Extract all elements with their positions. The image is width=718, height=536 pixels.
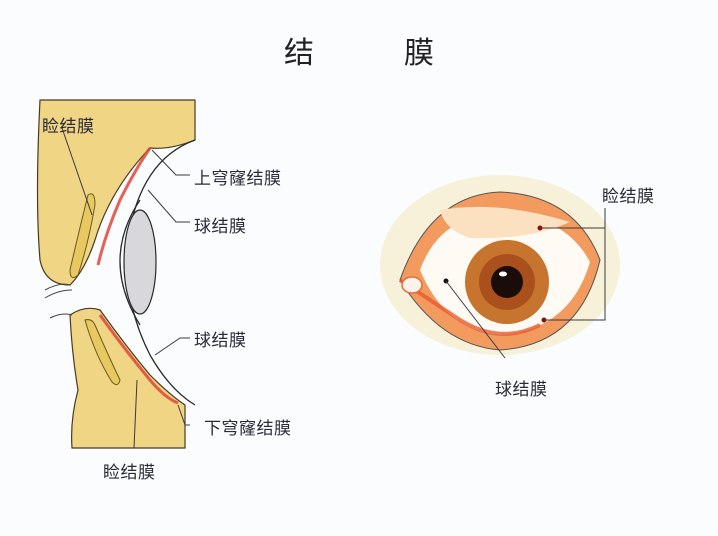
label-inferior-fornix-conjunctiva: 下穹窿结膜 — [204, 419, 292, 439]
label-superior-fornix-conjunctiva: 上穹窿结膜 — [194, 169, 282, 189]
label-palpebral-conjunctiva-right: 睑结膜 — [602, 187, 655, 207]
lower-eyelid-shape — [69, 307, 186, 449]
label-palpebral-conjunctiva-bottom: 睑结膜 — [103, 463, 156, 483]
label-palpebral-conjunctiva-top: 睑结膜 — [42, 117, 95, 137]
label-bulbar-conjunctiva-upper: 球结膜 — [194, 217, 247, 237]
page-title: 结 膜 — [284, 36, 464, 71]
front-eye-illustration — [380, 175, 620, 355]
label-bulbar-conjunctiva-right: 球结膜 — [495, 380, 548, 400]
label-bulbar-conjunctiva-lower: 球结膜 — [194, 331, 247, 351]
